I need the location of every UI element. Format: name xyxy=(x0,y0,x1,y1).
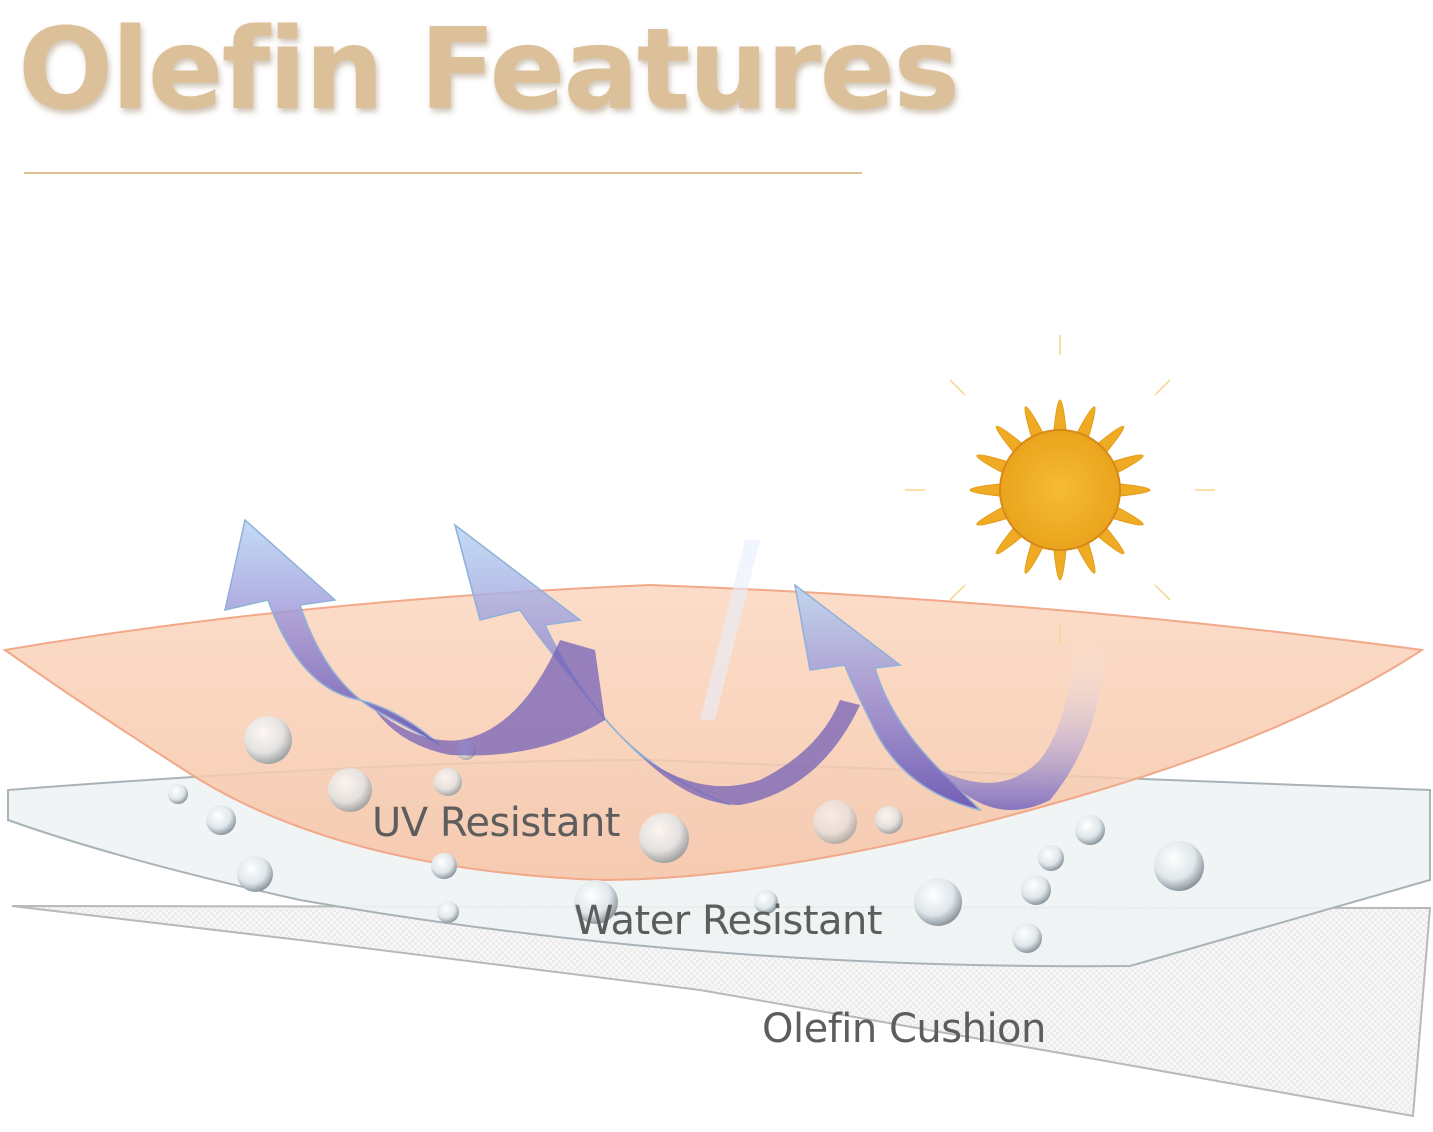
water-resistant-label: Water Resistant xyxy=(574,898,883,944)
sun-icon xyxy=(905,335,1215,645)
uv-resistant-label: UV Resistant xyxy=(372,800,620,846)
olefin-cushion-label: Olefin Cushion xyxy=(762,1006,1046,1052)
page-title: Olefin Features xyxy=(18,5,960,135)
uv-arrow-icons xyxy=(224,518,1105,812)
title-divider xyxy=(24,172,862,174)
water-droplet-icons xyxy=(168,716,1204,953)
